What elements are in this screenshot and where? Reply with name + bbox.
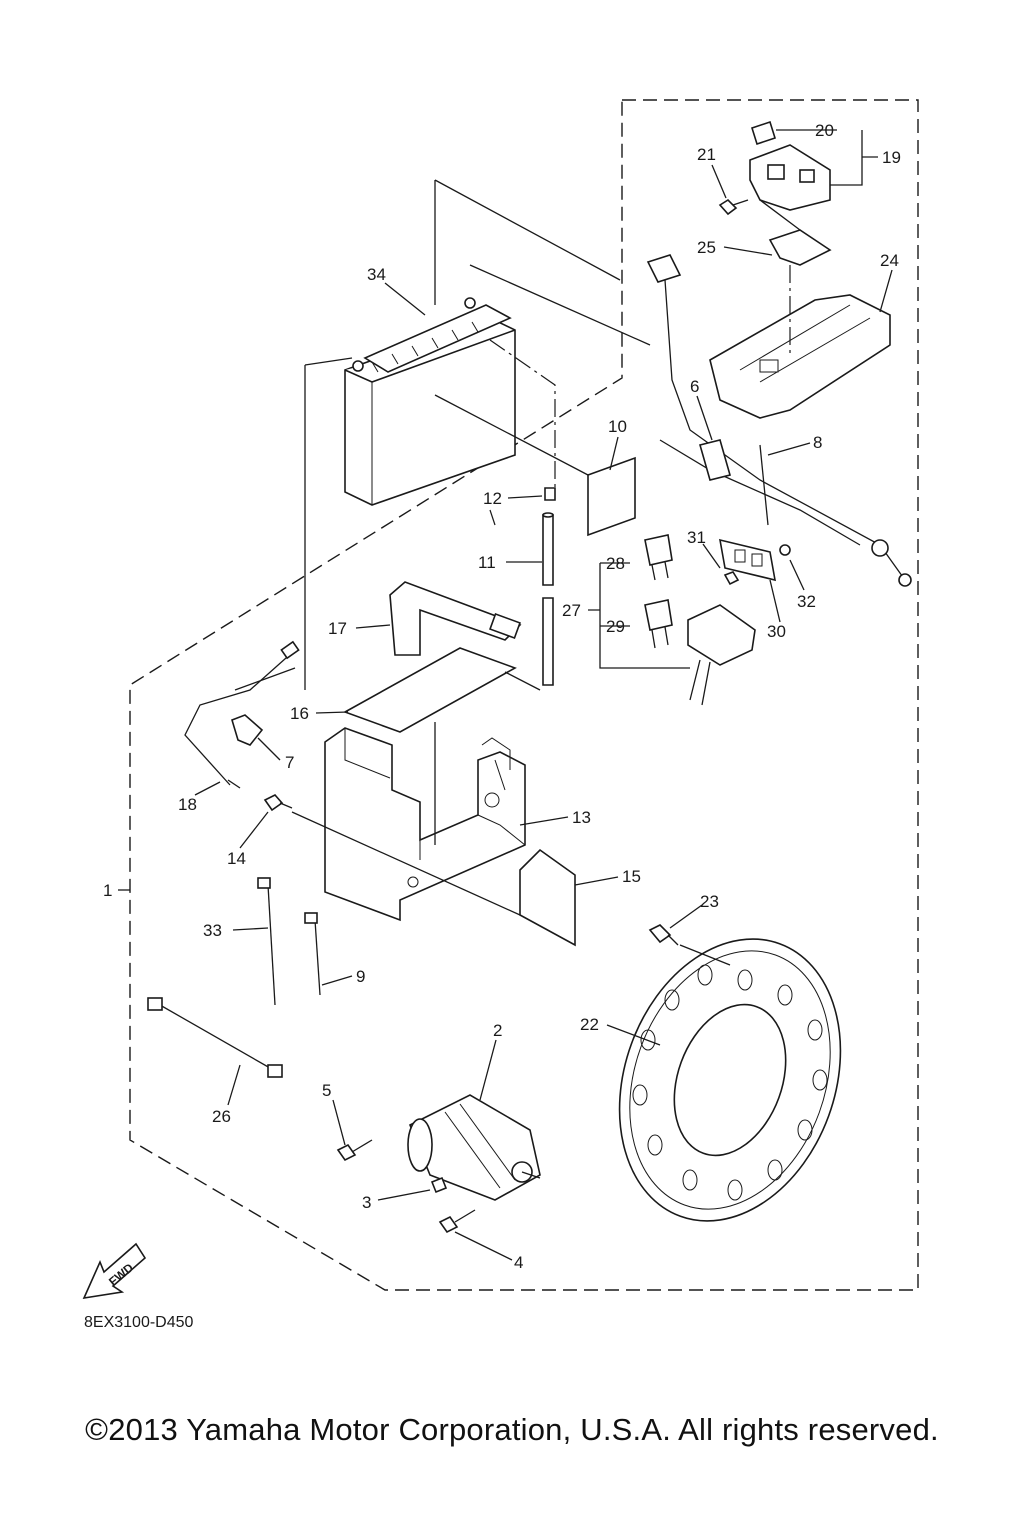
starter-bolts (336, 1139, 476, 1234)
starter-relay (749, 120, 831, 211)
callout-33: 33 (203, 921, 222, 940)
callout-30: 30 (767, 622, 786, 641)
callout-leaders (118, 129, 893, 1261)
sheet-10 (587, 456, 636, 537)
callout-10: 10 (608, 417, 627, 436)
callout-7: 7 (285, 753, 294, 772)
relay-bracket (768, 229, 832, 266)
fuses (644, 534, 756, 706)
callout-labels: 1 2 3 4 5 6 7 8 9 10 11 12 13 14 15 16 1… (103, 121, 901, 1272)
callout-3: 3 (362, 1193, 371, 1212)
callout-4: 4 (514, 1253, 523, 1272)
battery-sheet (343, 647, 517, 733)
callout-15: 15 (622, 867, 641, 886)
callout-27: 27 (562, 601, 581, 620)
callout-18: 18 (178, 795, 197, 814)
starter-motor (407, 1094, 541, 1201)
callout-22: 22 (580, 1015, 599, 1034)
fuse-plate (718, 538, 791, 586)
bolts (231, 198, 749, 946)
callout-8: 8 (813, 433, 822, 452)
callout-12: 12 (483, 489, 502, 508)
fwd-arrow-icon: FWD (82, 1242, 147, 1300)
callout-5: 5 (322, 1081, 331, 1100)
callout-16: 16 (290, 704, 309, 723)
callout-2: 2 (493, 1021, 502, 1040)
callout-26: 26 (212, 1107, 231, 1126)
copyright-notice: ©2013 Yamaha Motor Corporation, U.S.A. A… (85, 1412, 939, 1447)
leader-lines (234, 179, 801, 966)
breather-pipe (542, 487, 556, 686)
battery-box (324, 727, 526, 922)
starter-wheel-gear (618, 938, 842, 1222)
callout-1: 1 (103, 881, 112, 900)
callout-6: 6 (690, 377, 699, 396)
callout-19: 19 (882, 148, 901, 167)
relay-cover (709, 294, 891, 419)
cables (147, 640, 321, 1078)
callout-21: 21 (697, 145, 716, 164)
callout-31: 31 (687, 528, 706, 547)
callout-25: 25 (697, 238, 716, 257)
callout-34: 34 (367, 265, 386, 284)
callout-23: 23 (700, 892, 719, 911)
callout-14: 14 (227, 849, 246, 868)
callout-13: 13 (572, 808, 591, 827)
callout-11: 11 (478, 553, 496, 572)
callout-28: 28 (606, 554, 625, 573)
sheet-15 (519, 848, 576, 947)
callout-29: 29 (606, 617, 625, 636)
callout-17: 17 (328, 619, 347, 638)
callout-32: 32 (797, 592, 816, 611)
callout-24: 24 (880, 251, 899, 270)
callout-9: 9 (356, 967, 365, 986)
diagram-code: 8EX3100-D450 (84, 1314, 194, 1331)
callout-20: 20 (815, 121, 834, 140)
assembly-outline (129, 99, 919, 1291)
wire-harness (646, 254, 912, 587)
battery (344, 297, 516, 506)
battery-strap (389, 581, 522, 656)
